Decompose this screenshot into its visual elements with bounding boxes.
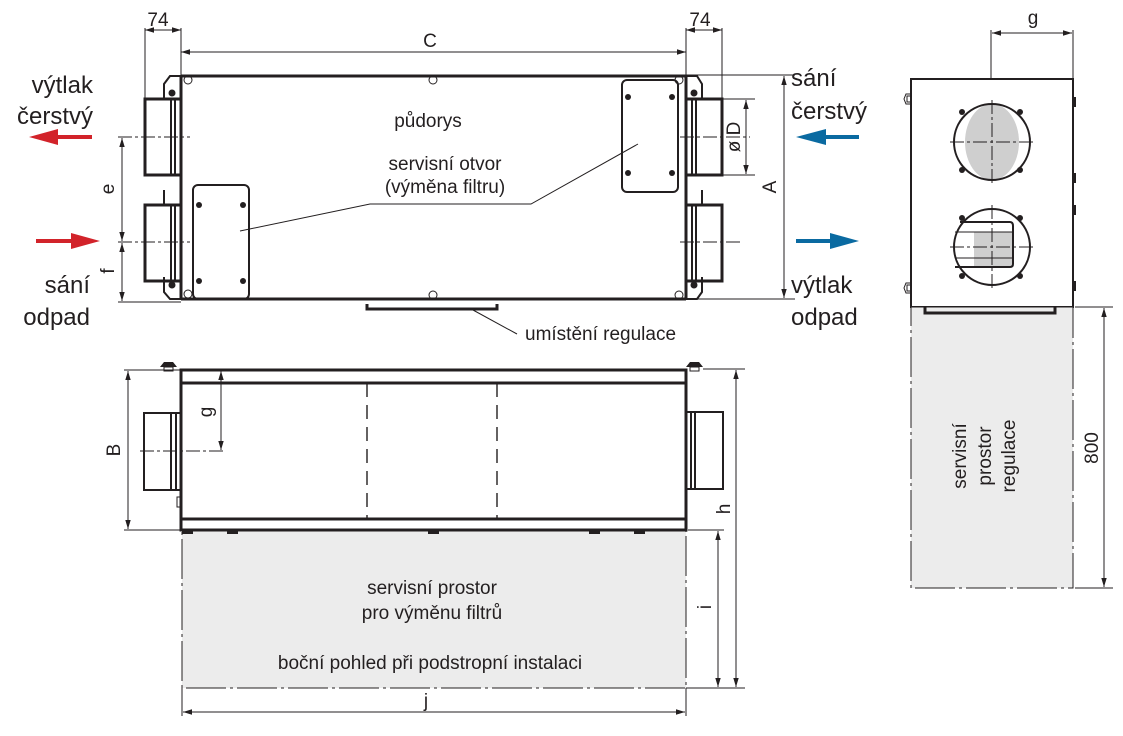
hinge-icon (903, 93, 911, 105)
control-service-zone (910, 306, 1074, 589)
service-opening-label: servisní otvor (389, 154, 503, 175)
control-service-label: servisní (950, 423, 971, 489)
bolt-icon (168, 281, 176, 289)
latch-icon (1073, 173, 1076, 183)
leader-line (472, 309, 518, 335)
hanger-icon (160, 362, 177, 367)
arrow-right-icon (796, 233, 859, 249)
airflow-label: čerstvý (17, 103, 93, 130)
end-view: servisní prostor regulace g 800 (903, 8, 1113, 589)
airflow-right-bottom: výtlak odpad (791, 233, 859, 331)
latch-icon (1073, 205, 1076, 215)
left-flange (163, 75, 181, 300)
side-dimensions: B g h i j (104, 368, 745, 716)
duct-opening-top (950, 100, 1034, 184)
dim-service-depth: i (695, 605, 716, 609)
control-location-label: umístění regulace (525, 324, 676, 345)
dim-spigot-height: g (196, 407, 217, 418)
bolt-icon (168, 89, 176, 97)
filter-service-label: servisní prostor (367, 578, 498, 599)
mounting-hole-icon (674, 290, 684, 300)
dim-service-length: j (423, 691, 428, 712)
dim-end-view-offset: g (1028, 8, 1039, 29)
dim-spigot-spacing: e (98, 184, 119, 195)
airflow-right-top: sání čerstvý (791, 65, 867, 145)
plan-dimensions: 74 74 C A ø D e f (98, 10, 795, 303)
mounting-hole-icon (183, 75, 193, 85)
service-hatch-right (621, 79, 679, 193)
hanger-icon (686, 362, 703, 367)
arrow-left-icon (29, 129, 92, 145)
arrow-left-icon (796, 129, 859, 145)
mounting-hole-icon (428, 290, 438, 300)
dim-spigot-offset: f (98, 268, 119, 274)
dim-diameter: ø D (724, 122, 745, 153)
right-flange (686, 75, 703, 300)
airflow-label: odpad (791, 304, 858, 331)
side-view-caption: boční pohled při podstropní instalaci (278, 653, 582, 674)
left-spigot-bottom (143, 203, 183, 283)
mounting-hole-icon (183, 289, 193, 299)
leader-line (239, 143, 639, 232)
filter-service-sublabel: pro výměnu filtrů (362, 603, 502, 624)
control-service-label: regulace (999, 420, 1020, 493)
dim-left-spigot: 74 (147, 10, 169, 31)
airflow-label: výtlak (32, 72, 94, 99)
airflow-label: odpad (23, 304, 90, 331)
airflow-label: výtlak (791, 272, 853, 299)
service-opening-sublabel: (výměna filtru) (385, 177, 505, 198)
latch-icon (1073, 281, 1076, 291)
bolt-icon (690, 89, 698, 97)
filter-service-zone (181, 529, 687, 689)
side-body (179, 368, 688, 532)
dim-width: A (760, 180, 781, 193)
dim-right-spigot: 74 (689, 10, 711, 31)
dim-height: B (104, 444, 125, 457)
dim-total-height: h (714, 504, 735, 515)
airflow-label: sání (45, 272, 91, 299)
hinge-icon (903, 282, 911, 294)
dim-control-service-depth: 800 (1082, 432, 1103, 464)
plan-view: půdorys servisní otvor (výměna filtru) u… (118, 74, 750, 345)
latch-icon (1073, 97, 1076, 107)
airflow-left-top: výtlak čerstvý (17, 72, 94, 145)
control-service-label: prostor (975, 426, 996, 486)
control-bracket (365, 304, 499, 311)
control-bracket (923, 307, 1057, 315)
duct-opening-bottom (950, 205, 1034, 289)
service-hatch-left (192, 184, 250, 300)
bolt-icon (690, 281, 698, 289)
airflow-label: sání (791, 65, 837, 92)
dim-length: C (423, 31, 437, 52)
mounting-hole-icon (428, 75, 438, 85)
plan-view-title: půdorys (394, 111, 462, 132)
airflow-label: čerstvý (791, 98, 867, 125)
right-spigot-bottom (684, 203, 724, 283)
airflow-left-bottom: sání odpad (23, 233, 100, 331)
side-view: servisní prostor pro výměnu filtrů boční… (140, 362, 724, 689)
side-spigot-right (685, 411, 724, 490)
arrow-right-icon (36, 233, 100, 249)
